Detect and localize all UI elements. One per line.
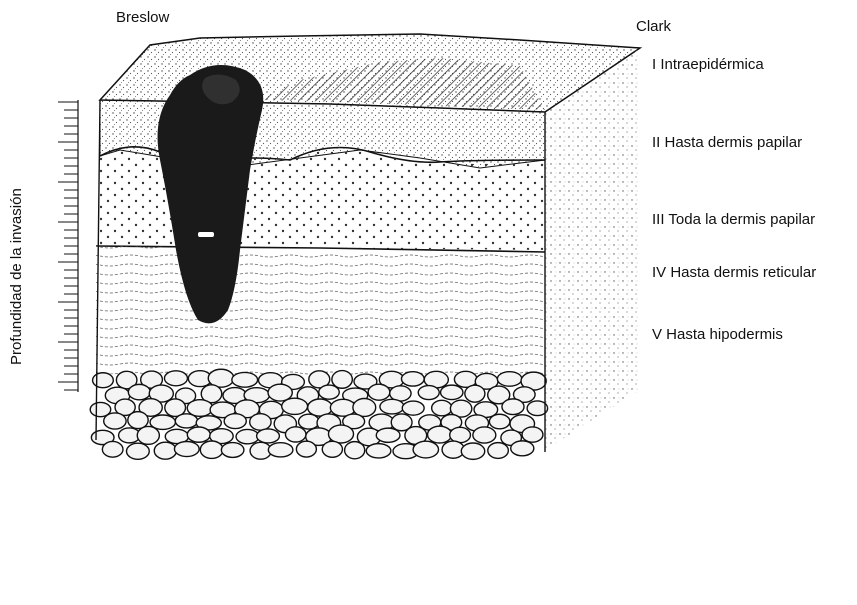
block-side-face — [545, 48, 640, 450]
breslow-label: Breslow — [116, 9, 169, 27]
hypodermis-fat-lobules — [90, 369, 547, 459]
clark-level-1: I Intraepidérmica — [652, 56, 764, 74]
depth-axis-label: Profundidad de la invasión — [8, 188, 26, 365]
depth-scale-ticks — [58, 102, 78, 390]
depth-axis-wrapper: Profundidad de la invasión — [8, 365, 28, 605]
clark-level-3: III Toda la dermis papilar — [652, 211, 815, 229]
skin-diagram: Breslow Clark I Intraepidérmica II Hasta… — [0, 0, 857, 464]
clark-label: Clark — [636, 18, 671, 36]
reticular-dermis-layer — [96, 246, 545, 380]
clark-level-4: IV Hasta dermis reticular — [652, 264, 816, 282]
clark-level-2: II Hasta dermis papilar — [652, 134, 802, 152]
clark-level-5: V Hasta hipodermis — [652, 326, 783, 344]
